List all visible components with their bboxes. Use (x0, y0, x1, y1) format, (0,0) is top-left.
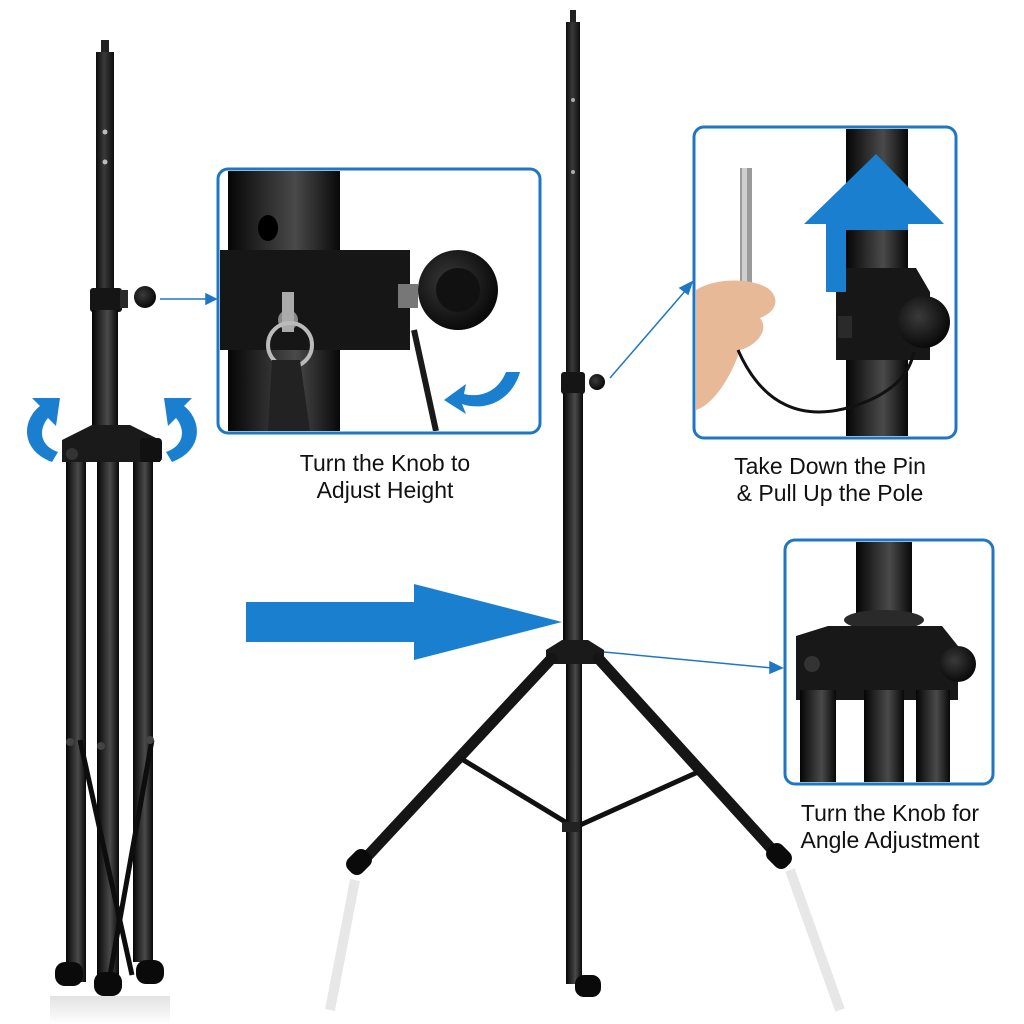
inset-height-knob (216, 167, 542, 435)
big-right-arrow-icon (246, 584, 562, 660)
inset-angle-knob (783, 538, 995, 786)
leader-line (160, 280, 784, 675)
caption-line: Turn the Knob to (299, 450, 471, 476)
caption-angle-adjustment: Turn the Knob for Angle Adjustment (770, 800, 1010, 854)
up-arrow-icon (804, 154, 944, 292)
caption-line: Take Down the Pin (734, 453, 926, 479)
caption-line: Adjust Height (316, 477, 454, 503)
caption-adjust-height: Turn the Knob to Adjust Height (250, 450, 520, 504)
rotate-arrow-icon (27, 398, 197, 462)
caption-pin-pole: Take Down the Pin & Pull Up the Pole (690, 453, 970, 507)
caption-line: Angle Adjustment (800, 827, 980, 853)
rotate-arrow-icon (444, 372, 520, 414)
caption-line: & Pull Up the Pole (736, 480, 924, 506)
open-stand (325, 10, 845, 1012)
caption-line: Turn the Knob for (800, 800, 980, 826)
folded-stand (50, 40, 170, 1024)
inset-pin-pole (692, 125, 958, 440)
